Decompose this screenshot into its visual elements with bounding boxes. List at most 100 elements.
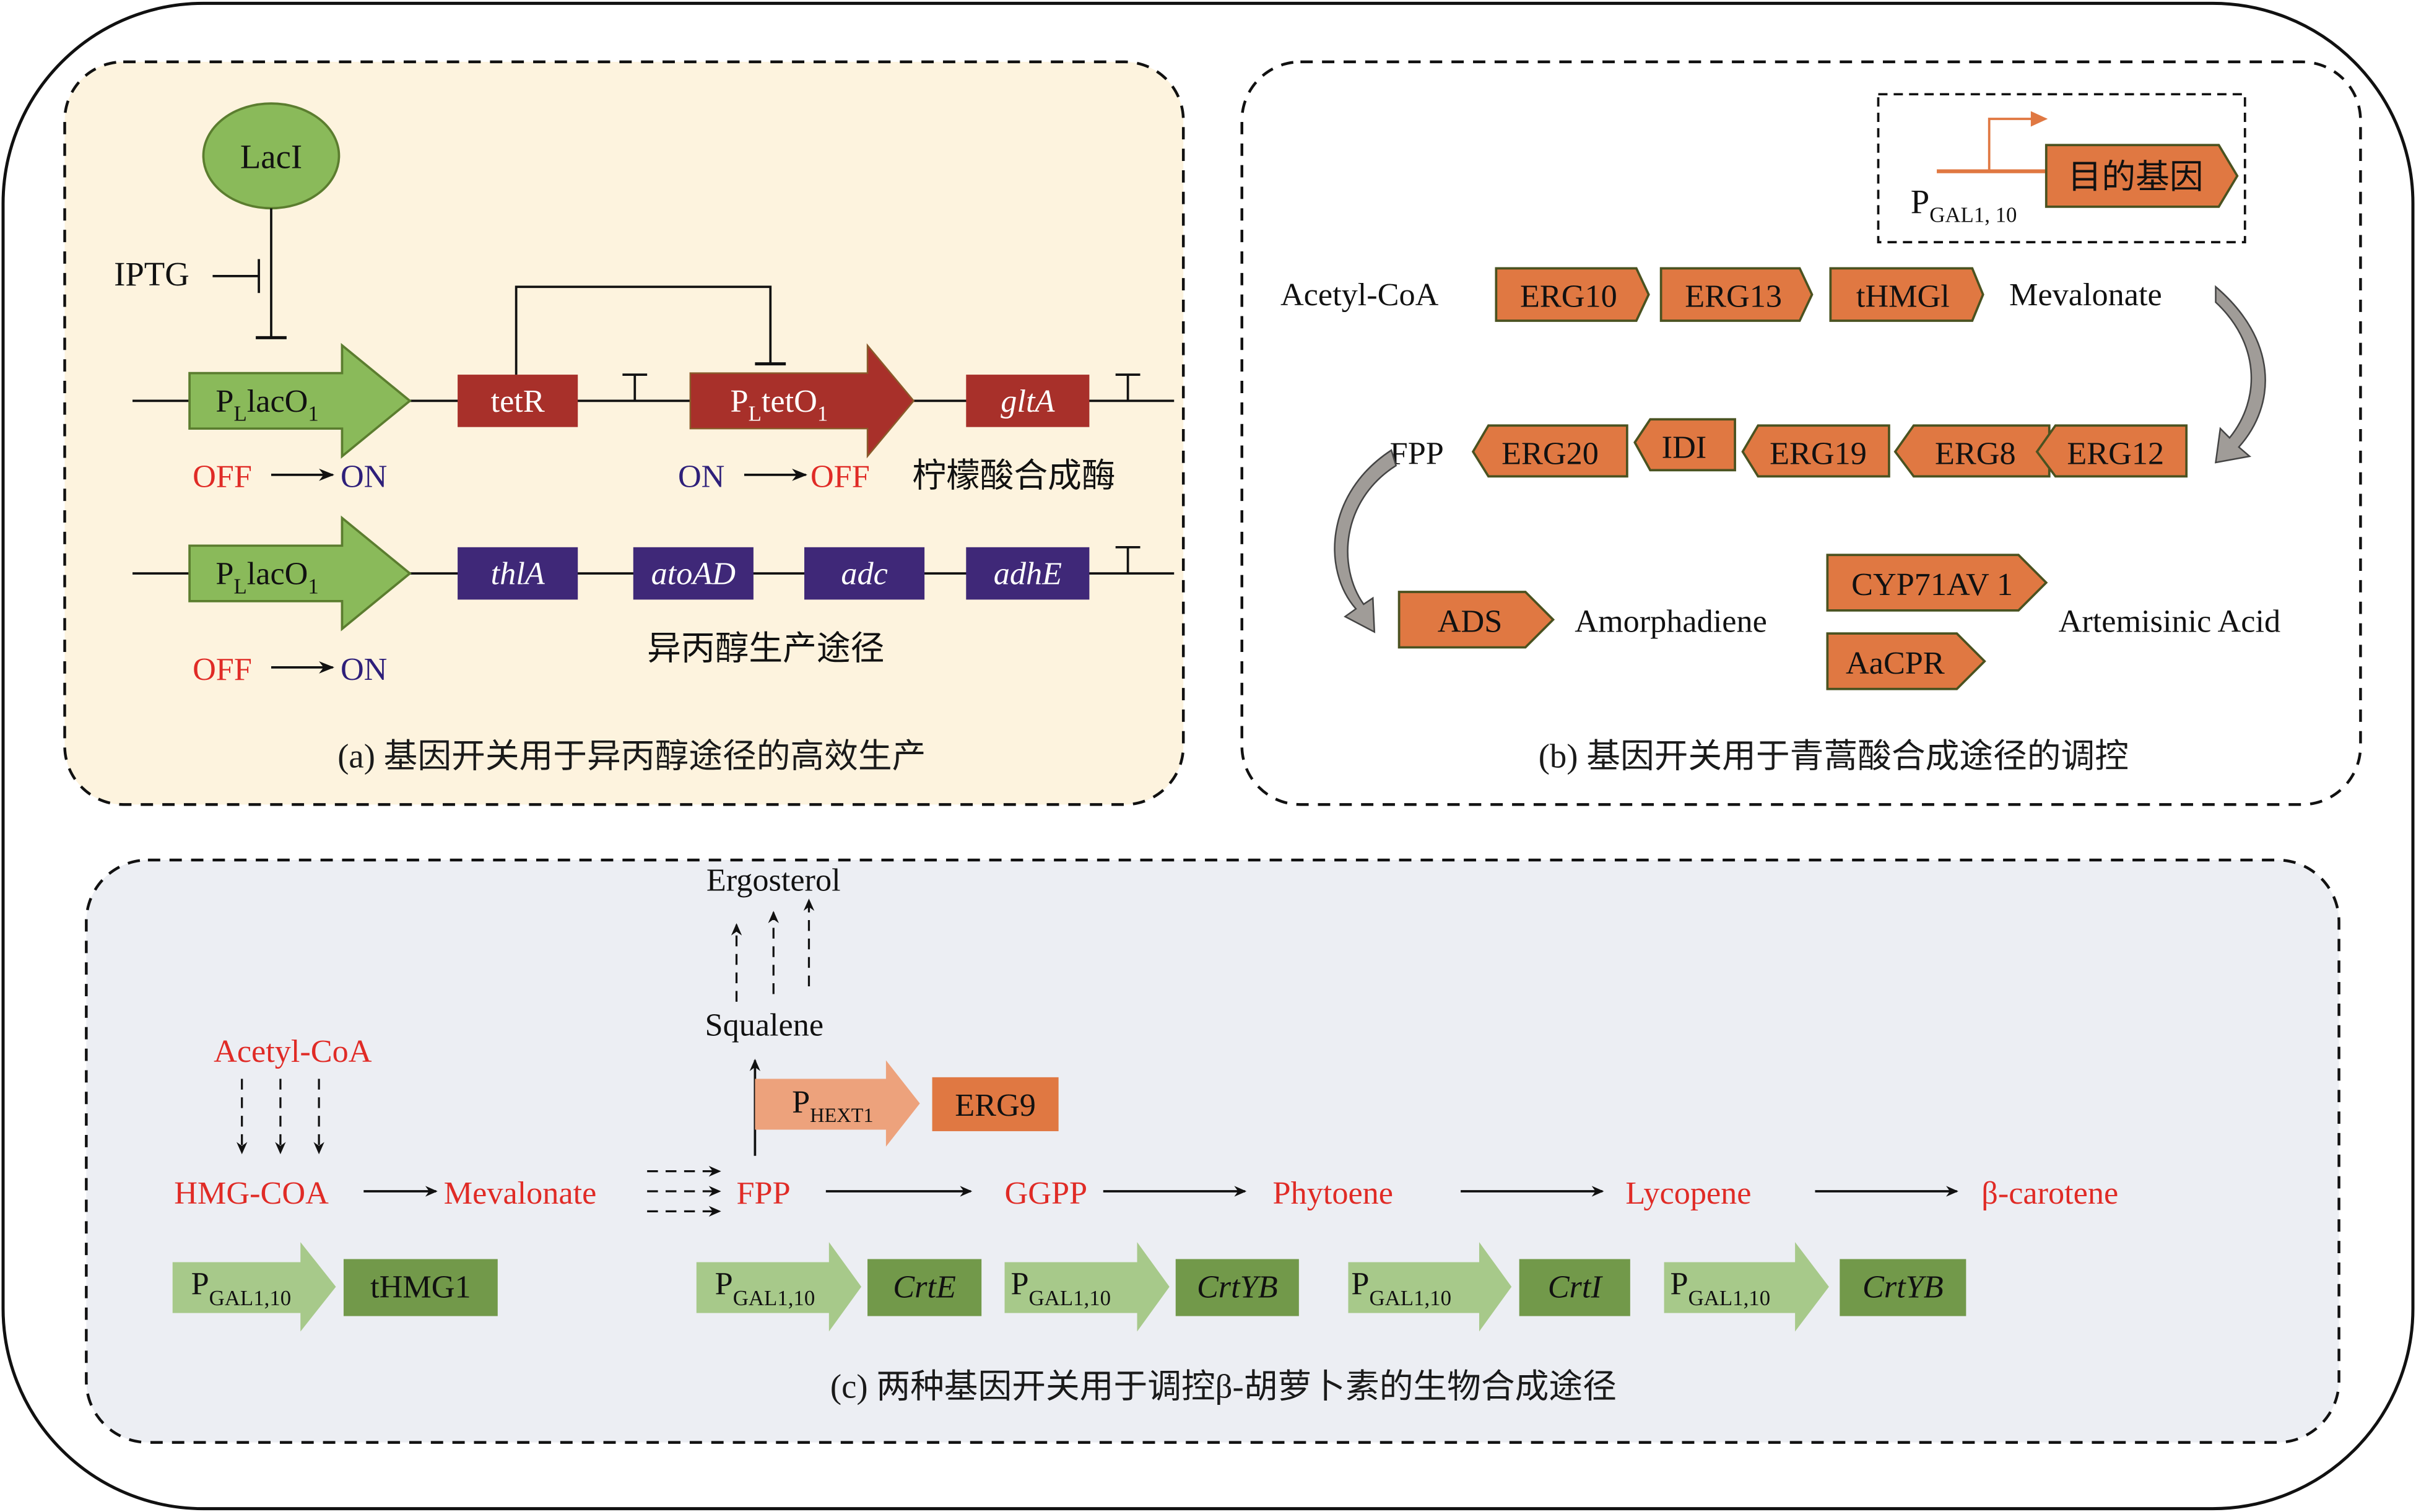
curved-arrow-icon (2215, 285, 2266, 464)
gene-adhe (966, 547, 1090, 600)
fpp-label: FPP (1390, 435, 1444, 471)
metabolite-ggpp: GGPP (1005, 1175, 1088, 1211)
tetr-repression-line (515, 285, 772, 375)
artemisinic-acid-label: Artemisinic Acid (2059, 604, 2280, 640)
promoter-pgal-label: PGAL1,10 (1351, 1266, 1451, 1310)
gene-crtyb-label: CrtYB (1197, 1269, 1278, 1305)
amorphadiene-label: Amorphadiene (1575, 604, 1767, 640)
promoter-arrow-head (2030, 111, 2048, 127)
promoter-pllaco1-row2-label: PLlacO1 (215, 556, 318, 599)
panel-c-border (85, 858, 2340, 1444)
gene-thmg1-label: tHMG1 (370, 1269, 471, 1305)
pathway-row: HMG-COA Mevalonate FPP GGPP Phytoene Lyc… (174, 1165, 2118, 1217)
panel-a-caption: (a) 基因开关用于异丙醇途径的高效生产 (337, 737, 926, 775)
glta-note: 柠檬酸合成酶 (912, 457, 1115, 495)
promoter-phext1 (755, 1060, 920, 1147)
gene-idi-label: IDI (1662, 429, 1707, 465)
metabolite-phytoene: Phytoene (1273, 1175, 1393, 1211)
laci-label: LacI (240, 138, 302, 176)
state-off-label: OFF (810, 459, 870, 495)
row1-genes: ERG10 ERG13 tHMGl (1495, 267, 1984, 322)
promoter-pgal-label: PGAL1,10 (1010, 1266, 1111, 1310)
promoter-pgal-label: PGAL1,10 (1671, 1266, 1771, 1310)
gene-adc (804, 547, 925, 600)
gene-erg9 (932, 1077, 1059, 1131)
gene-erg20 (1471, 424, 1628, 478)
gene-erg10 (1495, 267, 1650, 322)
panel-a: LacI IPTG PLlacO1 tetR PLtetO1 gltA (63, 60, 1185, 806)
gene-cyp71av1-label: CYP71AV 1 (1851, 567, 2013, 602)
gene-crti-label: CrtI (1548, 1269, 1604, 1305)
ergosterol-label: Ergosterol (706, 862, 841, 898)
promoter-plteto1-label: PLtetO1 (731, 383, 828, 426)
gene-erg19-label: ERG19 (1770, 435, 1867, 471)
cassette-crti: PGAL1,10 CrtI (1348, 1242, 1630, 1332)
promoter-arrow-icon (1988, 118, 2034, 172)
gene-erg19 (1741, 424, 1890, 478)
acetyl-coa-label: Acetyl-CoA (1280, 277, 1439, 313)
gene-erg12 (2035, 424, 2188, 478)
gene-adc-label: adc (841, 556, 887, 592)
gene-tetr (458, 375, 578, 427)
gene-erg8-label: ERG8 (1935, 435, 2016, 471)
gene-thla-label: thlA (491, 556, 545, 592)
promoter-pllaco1 (188, 342, 412, 459)
panel-b: 目的基因 PGAL1, 10 Acetyl-CoA ERG10 ERG13 tH… (1240, 60, 2362, 806)
panel-b-caption: (b) 基因开关用于青蒿酸合成途径的调控 (1539, 737, 2129, 775)
row2-genes: thlA atoAD adc adhE (458, 547, 1090, 600)
gene-glta-label: gltA (1001, 383, 1055, 419)
gene-erg20-label: ERG20 (1501, 435, 1599, 471)
cassette-crtyb: PGAL1,10 CrtYB (1004, 1242, 1299, 1332)
squalene-label: Squalene (705, 1007, 824, 1043)
cassette-thmg1: PGAL1,10 tHMG1 (172, 1242, 498, 1332)
gene-crte (867, 1259, 982, 1316)
promoter-pgal-label: PGAL1,10 (715, 1266, 815, 1310)
legend-gene-label: 目的基因 (2068, 158, 2204, 196)
legend-gene (2044, 144, 2239, 208)
legend-promoter-label: PGAL1, 10 (1911, 183, 2017, 227)
gene-atoad-label: atoAD (651, 556, 736, 592)
panel-c: Ergosterol Squalene PHEXT1 ERG9 Acetyl-C… (85, 858, 2340, 1444)
gene-thmgl (1829, 267, 1984, 322)
state-off-label: OFF (193, 651, 252, 687)
gene-erg9-label: ERG9 (955, 1087, 1036, 1123)
metabolite-fpp: FPP (737, 1175, 791, 1211)
row2-genes: ERG20 IDI ERG19 ERG8 ERG12 (1471, 418, 2188, 478)
state-on-label: ON (678, 459, 724, 495)
gene-crtyb (1175, 1259, 1299, 1316)
gene-thmg1 (343, 1259, 498, 1316)
metabolite-mevalonate: Mevalonate (444, 1175, 597, 1211)
metabolite-hmg-coa: HMG-COA (174, 1175, 329, 1211)
gene-cyp71av1 (1826, 554, 2048, 612)
state-off-label: OFF (193, 459, 252, 495)
acetyl-coa-label: Acetyl-CoA (214, 1033, 372, 1069)
promoter-pgal (1348, 1242, 1512, 1332)
gene-idi (1633, 418, 1736, 472)
promoter-pgal (172, 1242, 336, 1332)
gene-crte-label: CrtE (893, 1269, 956, 1305)
panel-c-caption: (c) 两种基因开关用于调控β-胡萝卜素的生物合成途径 (830, 1367, 1617, 1405)
promoter-plteto1 (689, 343, 915, 459)
metabolite-lycopene: Lycopene (1625, 1175, 1751, 1211)
gene-tetr-label: tetR (491, 383, 545, 419)
promoter-pgal (1664, 1242, 1829, 1332)
gene-adhe-label: adhE (994, 556, 1062, 592)
gene-erg13-label: ERG13 (1685, 279, 1782, 315)
gene-erg10-label: ERG10 (1520, 279, 1617, 315)
mevalonate-label: Mevalonate (2009, 277, 2162, 313)
metabolite-beta-carotene: β-carotene (1981, 1175, 2118, 1211)
gene-ads (1397, 591, 1555, 649)
gene-ads-label: ADS (1438, 604, 1503, 640)
curved-arrow-icon (1334, 449, 1397, 633)
gene-glta (966, 375, 1090, 427)
gene-atoad (633, 547, 754, 600)
isopropanol-note: 异丙醇生产途径 (647, 629, 884, 667)
gene-aacpr (1826, 632, 1986, 690)
promoter-pllaco1-label: PLlacO1 (215, 383, 318, 426)
gene-erg13 (1659, 267, 1814, 322)
iptg-label: IPTG (114, 255, 189, 293)
cassette-crtyb-2: PGAL1,10 CrtYB (1664, 1242, 1966, 1332)
gene-crtyb-label: CrtYB (1862, 1269, 1944, 1305)
